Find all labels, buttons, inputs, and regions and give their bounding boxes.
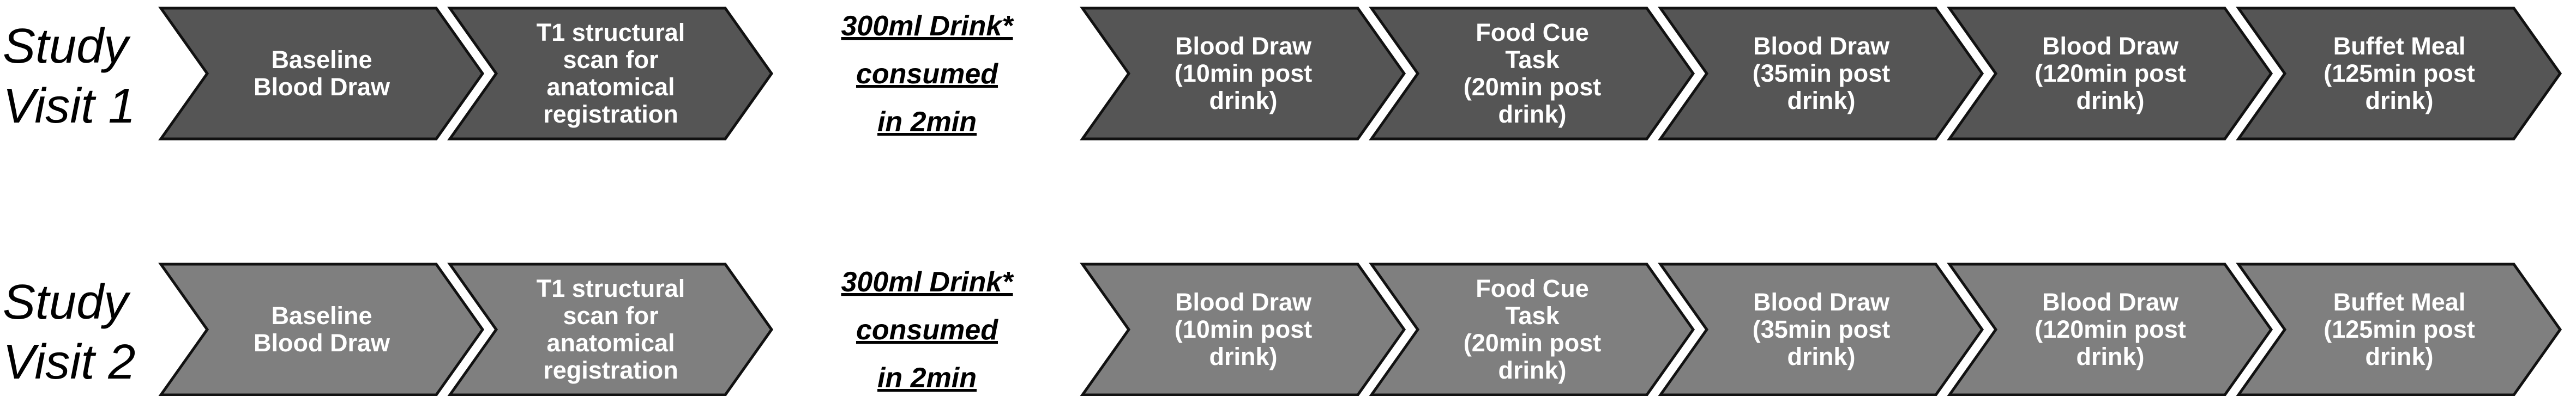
- step-text-line: Task: [1505, 302, 1560, 330]
- step-text-line: drink): [1787, 87, 1855, 114]
- step-text-line: drink): [2076, 343, 2144, 370]
- step-text-line: anatomical: [546, 329, 675, 357]
- chevron-shape: [2236, 263, 2562, 396]
- step-text-line: Blood Draw: [254, 329, 390, 357]
- step-text-line: (125min post: [2324, 315, 2475, 343]
- step-text-line: drink): [2365, 343, 2433, 370]
- step-text-line: (120min post: [2035, 315, 2186, 343]
- step-text-line: (20min post: [1464, 329, 1602, 357]
- step-text-line: drink): [1498, 356, 1566, 384]
- drink-text-line: 300ml Drink*: [841, 10, 1014, 42]
- step-text-line: drink): [2076, 87, 2144, 114]
- chevron-shape: [1947, 263, 2273, 396]
- chevron-shape: [1080, 263, 1406, 396]
- step-text-line: drink): [1787, 343, 1855, 370]
- step-text-line: drink): [2365, 87, 2433, 114]
- step-text-line: (10min post: [1175, 315, 1313, 343]
- drink-text-line: consumed: [856, 58, 998, 90]
- chevron-shape: [1369, 263, 1695, 396]
- chevron-shape: [158, 263, 485, 396]
- chevron-shape: [1369, 7, 1695, 141]
- step-text-line: Blood Draw: [2042, 288, 2179, 316]
- step-text-line: Baseline: [271, 302, 372, 330]
- step-text-line: (120min post: [2035, 59, 2186, 87]
- step-text-line: Food Cue: [1476, 275, 1588, 302]
- step-text-line: drink): [1209, 343, 1277, 370]
- step-text-line: (35min post: [1753, 59, 1891, 87]
- drink-text-line: 300ml Drink*: [841, 266, 1014, 298]
- step-text-line: drink): [1209, 87, 1277, 114]
- step-text-line: Blood Draw: [254, 73, 390, 101]
- step-text-line: Task: [1505, 46, 1560, 74]
- drink-note: 300ml Drink* consumed in 2min: [841, 266, 1014, 394]
- chevron-shape: [1658, 7, 1984, 141]
- step-text-line: T1 structural: [537, 19, 685, 46]
- visit-label-line: Study: [3, 19, 131, 74]
- drink-text-line: consumed: [856, 314, 998, 346]
- chevron-shape: [158, 7, 485, 141]
- drink-note: 300ml Drink* consumed in 2min: [841, 10, 1014, 138]
- visit-label-line: Visit 1: [3, 79, 135, 133]
- step-text-line: Food Cue: [1476, 19, 1588, 46]
- step-text-line: anatomical: [546, 73, 675, 101]
- step-text-line: Blood Draw: [1753, 288, 1890, 316]
- step-text-line: drink): [1498, 100, 1566, 128]
- step-text-line: registration: [543, 100, 678, 128]
- step-text-line: (10min post: [1175, 59, 1313, 87]
- step-text-line: Blood Draw: [1175, 288, 1312, 316]
- chevron-shape: [447, 263, 774, 396]
- step-text-line: T1 structural: [537, 275, 685, 302]
- step-text-line: Blood Draw: [1753, 32, 1890, 60]
- step-text-line: (125min post: [2324, 59, 2475, 87]
- step-text-line: Blood Draw: [1175, 32, 1312, 60]
- step-text-line: Buffet Meal: [2333, 32, 2466, 60]
- chevron-shape: [2236, 7, 2562, 141]
- drink-text-line: in 2min: [877, 362, 977, 394]
- visit-label-line: Visit 2: [3, 335, 135, 389]
- step-text-line: Blood Draw: [2042, 32, 2179, 60]
- step-text-line: (35min post: [1753, 315, 1891, 343]
- step-text-line: scan for: [563, 302, 658, 330]
- step-text-line: (20min post: [1464, 73, 1602, 101]
- chevron-shape: [1658, 263, 1984, 396]
- step-text-line: Buffet Meal: [2333, 288, 2466, 316]
- chevron-shape: [1080, 7, 1406, 141]
- chevron-shape: [1947, 7, 2273, 141]
- step-text-line: Baseline: [271, 46, 372, 74]
- chevron-shape: [447, 7, 774, 141]
- step-text-line: scan for: [563, 46, 658, 74]
- visit-label-line: Study: [3, 275, 131, 330]
- step-text-line: registration: [543, 356, 678, 384]
- drink-text-line: in 2min: [877, 106, 977, 138]
